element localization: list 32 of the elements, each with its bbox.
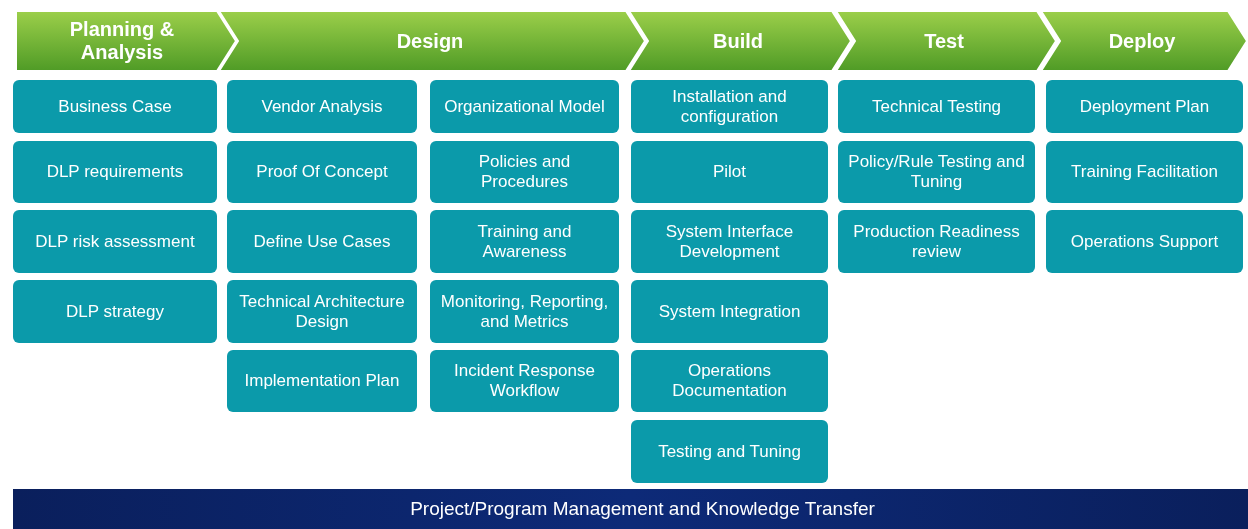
task-box: Business Case (13, 80, 217, 133)
task-box: Operations Support (1046, 210, 1243, 273)
task-box: Policy/Rule Testing and Tuning (838, 141, 1035, 203)
task-box: Technical Testing (838, 80, 1035, 133)
management-band: Project/Program Management and Knowledge Transfer (13, 489, 1248, 529)
task-box: Monitoring, Reporting, and Metrics (430, 280, 619, 343)
task-box: Organizational Model (430, 80, 619, 133)
phase-title: Test (924, 29, 964, 53)
phase-title: Deploy (1108, 29, 1176, 53)
phase-title: Planning & Analysis (68, 18, 176, 64)
task-box: System Integration (631, 280, 828, 343)
phase-title: Design (396, 29, 464, 53)
task-box: Technical Architecture Design (227, 280, 417, 343)
task-box: Training and Awareness (430, 210, 619, 273)
task-box: Incident Response Workflow (430, 350, 619, 412)
task-box: Installation and configuration (631, 80, 828, 133)
task-box: Deployment Plan (1046, 80, 1243, 133)
task-box: DLP strategy (13, 280, 217, 343)
task-box: Operations Documentation (631, 350, 828, 412)
task-box: Policies and Procedures (430, 141, 619, 203)
task-box: Implementation Plan (227, 350, 417, 412)
task-box: DLP requirements (13, 141, 217, 203)
phase-title: Build (713, 29, 763, 53)
task-box: System Interface Development (631, 210, 828, 273)
task-box: Proof Of Concept (227, 141, 417, 203)
task-box: Training Facilitation (1046, 141, 1243, 203)
task-box: Testing and Tuning (631, 420, 828, 483)
task-box: Pilot (631, 141, 828, 203)
task-box: DLP risk assessment (13, 210, 217, 273)
task-box: Define Use Cases (227, 210, 417, 273)
task-box: Production Readiness review (838, 210, 1035, 273)
task-box: Vendor Analysis (227, 80, 417, 133)
